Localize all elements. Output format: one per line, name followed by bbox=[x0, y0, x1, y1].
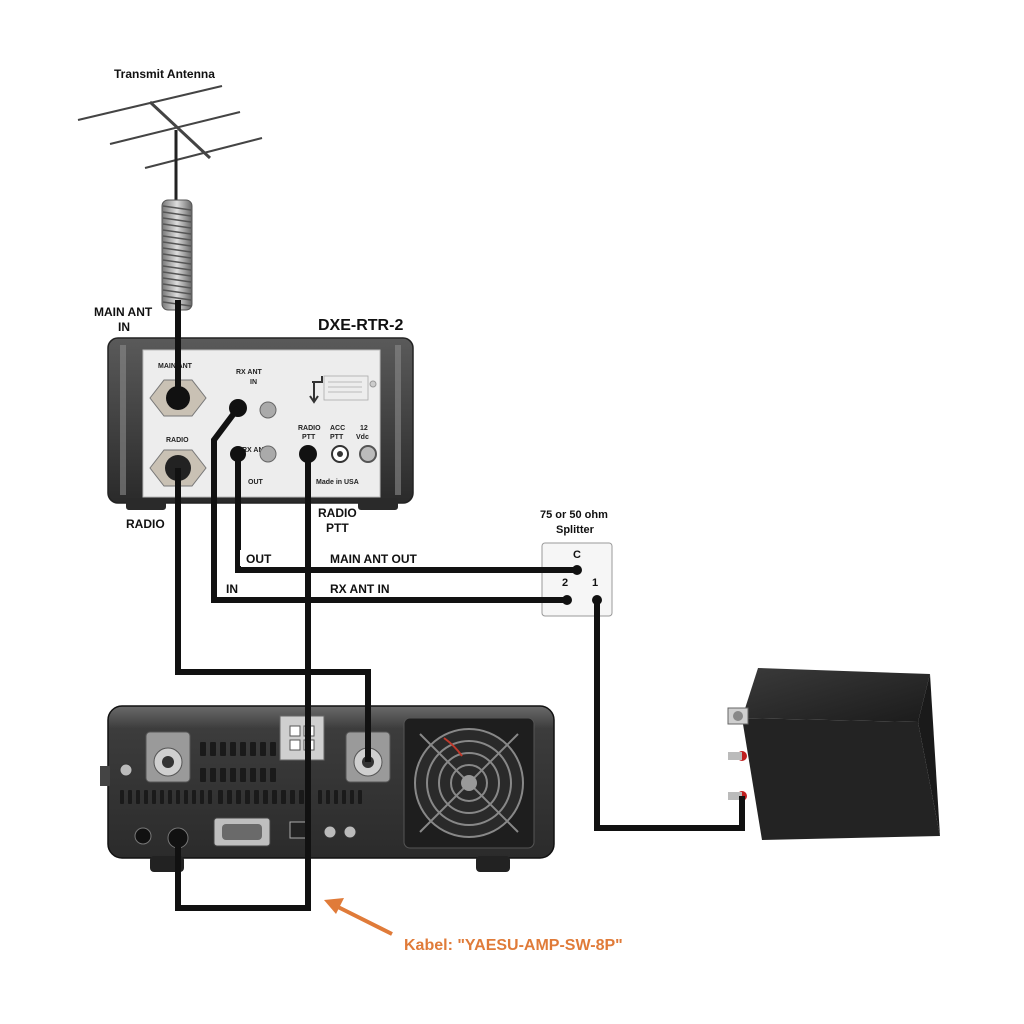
panel-acc-ptt-text-1: ACC bbox=[330, 425, 345, 432]
antenna-elements bbox=[77, 85, 263, 205]
splitter-port-1-label: 1 bbox=[592, 577, 598, 589]
panel-radio-text: RADIO bbox=[166, 437, 189, 444]
transceiver-vents bbox=[120, 742, 362, 804]
cables bbox=[175, 300, 745, 911]
cable-rx-ant-in bbox=[211, 406, 567, 603]
transceiver-usb-port bbox=[289, 821, 307, 839]
antenna-coil bbox=[161, 199, 193, 311]
transmit-antenna-label: Transmit Antenna bbox=[114, 67, 215, 81]
panel-rx-ant-in-text-2: IN bbox=[250, 379, 257, 386]
device-name-label: DXE-RTR-2 bbox=[318, 317, 403, 334]
splitter-port-2-label: 2 bbox=[562, 577, 568, 589]
out-label: OUT bbox=[246, 552, 272, 566]
acc-ptt-connector bbox=[331, 445, 349, 463]
panel-vdc-text-1: 12 bbox=[360, 425, 368, 432]
radio-ptt-label-2: PTT bbox=[326, 521, 349, 535]
transceiver-ant1-connector bbox=[145, 731, 191, 783]
transceiver-gnd-terminal bbox=[119, 763, 133, 777]
annotation-arrow-line bbox=[335, 904, 393, 936]
cable-annotation: Kabel: "YAESU-AMP-SW-8P" bbox=[324, 898, 623, 954]
rx-ant-in-label: RX ANT IN bbox=[330, 582, 390, 596]
transceiver-dc-input bbox=[279, 715, 325, 761]
transceiver-jack-2 bbox=[343, 825, 357, 839]
vdc-connector bbox=[359, 445, 377, 463]
transceiver-cooling-fan bbox=[403, 717, 535, 849]
dxe-rtr-2-unit: MAIN ANT IN DXE-RTR-2 MAIN ANT RX ANT IN… bbox=[94, 305, 414, 535]
panel-arrow-icon bbox=[309, 375, 369, 404]
transmit-antenna: Transmit Antenna bbox=[77, 67, 263, 311]
panel-radio-ptt-text-1: RADIO bbox=[298, 425, 321, 432]
radio-ptt-label-1: RADIO bbox=[318, 506, 357, 520]
cable-main-ant-out bbox=[235, 454, 577, 573]
transceiver-foot-right bbox=[476, 856, 510, 872]
annotation-arrow-head bbox=[324, 898, 344, 914]
main-ant-in-label-2: IN bbox=[118, 320, 130, 334]
dxe-foot-right bbox=[358, 498, 398, 510]
radio-label: RADIO bbox=[126, 517, 165, 531]
splitter-port-c-label: C bbox=[573, 549, 581, 561]
transceiver bbox=[100, 705, 555, 872]
main-ant-out-label: MAIN ANT OUT bbox=[330, 552, 418, 566]
splitter-label-1: 75 or 50 ohm bbox=[540, 509, 608, 521]
panel-vdc-text-2: Vdc bbox=[356, 434, 369, 441]
panel-radio-ptt-text-2: PTT bbox=[302, 434, 316, 441]
cable-yaesu-amp-sw-8p bbox=[175, 454, 311, 911]
panel-acc-ptt-text-2: PTT bbox=[330, 434, 344, 441]
rx-ant-out-spare-connector bbox=[259, 445, 277, 463]
panel-made-in-text: Made in USA bbox=[316, 479, 359, 486]
transceiver-mini-din-1 bbox=[134, 827, 152, 845]
splitter-label-2: Splitter bbox=[556, 524, 595, 536]
cable-splitter-to-sdr bbox=[594, 600, 745, 831]
transceiver-serial-port bbox=[213, 817, 271, 847]
dxe-front-panel bbox=[142, 349, 381, 498]
cable-radio-to-transceiver bbox=[175, 468, 371, 762]
dxe-foot-left bbox=[126, 498, 166, 510]
sdr-receiver-box bbox=[727, 668, 940, 840]
transceiver-jack-1 bbox=[323, 825, 337, 839]
cable-note-label: Kabel: "YAESU-AMP-SW-8P" bbox=[404, 937, 623, 954]
panel-rx-ant-in-text-1: RX ANT bbox=[236, 369, 263, 376]
main-ant-in-label-1: MAIN ANT bbox=[94, 305, 153, 319]
in-label: IN bbox=[226, 582, 238, 596]
panel-rx-ant-out-text-2: OUT bbox=[248, 479, 264, 486]
rx-ant-in-spare-connector bbox=[259, 401, 277, 419]
panel-rx-ant-out-text-1: RX ANT bbox=[242, 447, 269, 454]
